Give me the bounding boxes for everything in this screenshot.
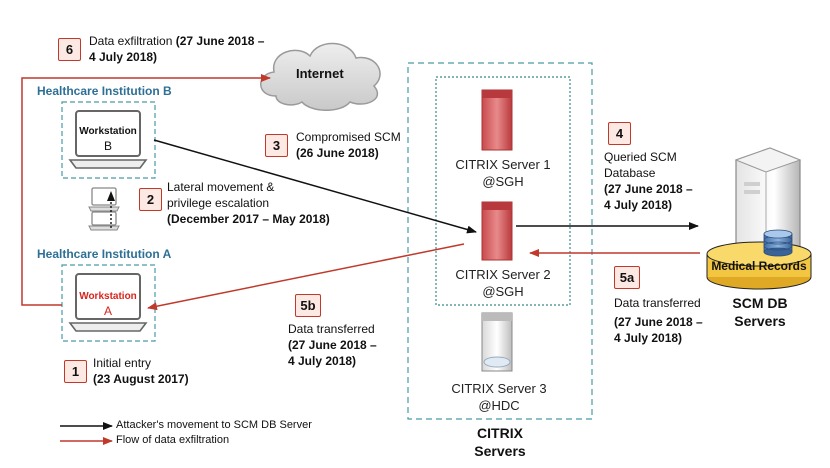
citrix-server-1-line1: CITRIX Server 1 (455, 157, 551, 172)
scm-db-line1: SCM DB (732, 295, 788, 311)
step-6-line1: Data exfiltration (27 June 2018 – (89, 34, 264, 49)
step-4-text2: Database (604, 166, 656, 180)
step-5b-date1: (27 June 2018 – (288, 338, 377, 352)
step-2-date: (December 2017 – May 2018) (167, 212, 330, 226)
workstation-a-line2: A (103, 304, 112, 318)
citrix-server-2-line2: @SGH (482, 284, 524, 299)
lateral-movement-laptops-icon (88, 187, 120, 231)
step-1-date: (23 August 2017) (93, 372, 189, 386)
step-6-badge: 6 (58, 38, 81, 61)
step-6-text: Data exfiltration (89, 34, 173, 48)
step-6-date-a: (27 June 2018 – (175, 34, 265, 48)
step-3-date: (26 June 2018) (296, 146, 379, 160)
step-5a-date2: 4 July 2018) (614, 331, 683, 345)
scm-db-label: SCM DB Servers (718, 294, 802, 330)
citrix-server-2-line1: CITRIX Server 2 (455, 267, 551, 282)
workstation-a-line1: Workstation (79, 291, 137, 302)
step-4-date1: (27 June 2018 – (604, 182, 693, 196)
step-4-date2: 4 July 2018) (604, 198, 673, 212)
step-5a-text: Data transferred (614, 296, 701, 310)
step-2-badge: 2 (139, 188, 162, 211)
arrow-workstation-a-to-internet (21, 74, 271, 306)
workstation-b-laptop-icon (68, 110, 148, 169)
citrix-server-3-icon (481, 312, 513, 372)
medical-records-label: Medical Records (711, 259, 807, 273)
step-5a-badge: 5a (614, 266, 640, 289)
step-5b-date2: 4 July 2018) (288, 354, 357, 368)
step-4-text1: Queried SCM (604, 150, 677, 164)
workstation-a-label: Workstation A (76, 291, 140, 317)
legend-black-label: Attacker's movement to SCM DB Server (116, 419, 312, 431)
citrix-server-2-icon (481, 201, 513, 261)
step-4-badge: 4 (608, 122, 631, 145)
citrix-servers-box (407, 62, 593, 420)
database-cylinder-icon (763, 229, 793, 257)
step-5a-date1: (27 June 2018 – (614, 315, 703, 329)
citrix-group-line1: CITRIX (477, 425, 523, 441)
internet-cloud-icon (260, 42, 381, 111)
citrix-group-line2: Servers (474, 443, 526, 459)
legend-red-label: Flow of data exfiltration (116, 434, 230, 446)
workstation-b-line2: B (103, 139, 112, 153)
citrix-group-label: CITRIX Servers (450, 424, 550, 460)
citrix-server-1-icon (481, 89, 513, 151)
step-1-badge: 1 (64, 360, 87, 383)
arrow-server-2-to-workstation-a (147, 243, 465, 311)
citrix-server-1-label: CITRIX Server 1 @SGH (440, 156, 566, 190)
workstation-a-laptop-icon (68, 273, 148, 332)
arrow-workstation-b-to-server-2 (153, 139, 477, 234)
step-3-badge: 3 (265, 134, 288, 157)
step-5b-badge: 5b (295, 294, 321, 317)
step-5b-text: Data transferred (288, 322, 375, 336)
citrix-server-2-label: CITRIX Server 2 @SGH (440, 266, 566, 300)
workstation-b-line1: Workstation (79, 126, 137, 137)
institution-a-label: Healthcare Institution A (37, 247, 172, 261)
institution-b-label: Healthcare Institution B (37, 84, 172, 98)
step-2-text2: privilege escalation (167, 196, 270, 210)
workstation-b-label: Workstation B (76, 126, 140, 152)
sgh-servers-box (435, 76, 571, 306)
citrix-server-1-line2: @SGH (482, 174, 524, 189)
citrix-server-3-line2: @HDC (478, 398, 520, 413)
citrix-server-3-line1: CITRIX Server 3 (451, 381, 547, 396)
step-2-text1: Lateral movement & (167, 180, 275, 194)
scm-db-line2: Servers (734, 313, 786, 329)
medical-records-badge (706, 241, 812, 290)
step-1-text: Initial entry (93, 356, 152, 370)
step-3-text: Compromised SCM (296, 130, 401, 144)
step-6-date-b: 4 July 2018) (89, 50, 158, 64)
internet-label: Internet (296, 66, 344, 81)
citrix-server-3-label: CITRIX Server 3 @HDC (436, 380, 562, 414)
